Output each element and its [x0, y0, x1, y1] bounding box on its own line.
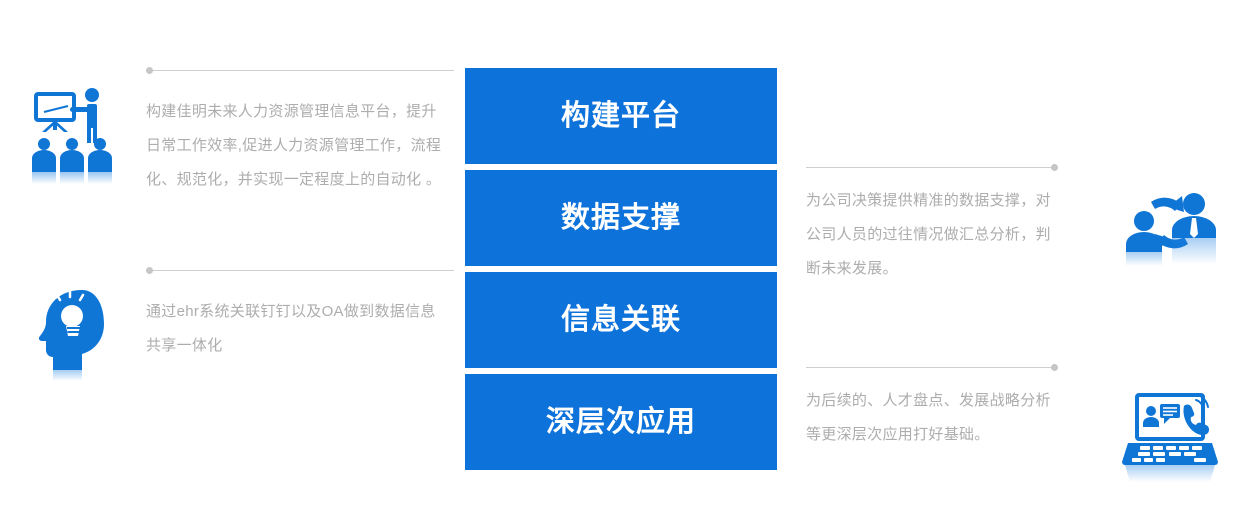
- connector-dot: [1051, 364, 1058, 371]
- stage-bar-3[interactable]: 信息关联: [465, 272, 777, 368]
- stage-bar-label: 构建平台: [560, 99, 681, 132]
- connector-line-right-1: [806, 164, 1058, 171]
- laptop-chat-call-icon: [1118, 382, 1222, 486]
- stage-bar-2[interactable]: 数据支撑: [465, 170, 777, 266]
- stage-bar-label: 数据支撑: [560, 201, 681, 234]
- left-description-1: 构建佳明未来人力资源管理信息平台，提升日常工作效率,促进人力资源管理工作，流程化…: [146, 103, 442, 188]
- connector-line-left-1: [146, 67, 454, 74]
- right-description-1: 为公司决策提供精准的数据支撑，对公司人员的过往情况做汇总分析，判断未来发展。: [806, 192, 1051, 277]
- stage-bar-list: 构建平台 数据支撑 信息关联 深层次应用: [465, 68, 777, 476]
- connector-dot: [1051, 164, 1058, 171]
- connector-line-left-2: [146, 267, 454, 274]
- stage-bar-label: 信息关联: [560, 303, 681, 336]
- head-lightbulb-idea-icon: [24, 278, 128, 382]
- connector-dot: [146, 267, 153, 274]
- left-description-2: 通过ehr系统关联钉钉以及OA做到数据信息共享一体化: [146, 303, 436, 354]
- people-exchange-arrows-icon: [1118, 182, 1222, 286]
- right-description-2: 为后续的、人才盘点、发展战略分析等更深层次应用打好基础。: [806, 392, 1051, 443]
- connector-dot: [146, 67, 153, 74]
- stage-bar-1[interactable]: 构建平台: [465, 68, 777, 164]
- stage-bar-label: 深层次应用: [545, 405, 696, 438]
- presentation-training-icon: [22, 82, 126, 186]
- stage-bar-4[interactable]: 深层次应用: [465, 374, 777, 470]
- connector-line-right-2: [806, 364, 1058, 371]
